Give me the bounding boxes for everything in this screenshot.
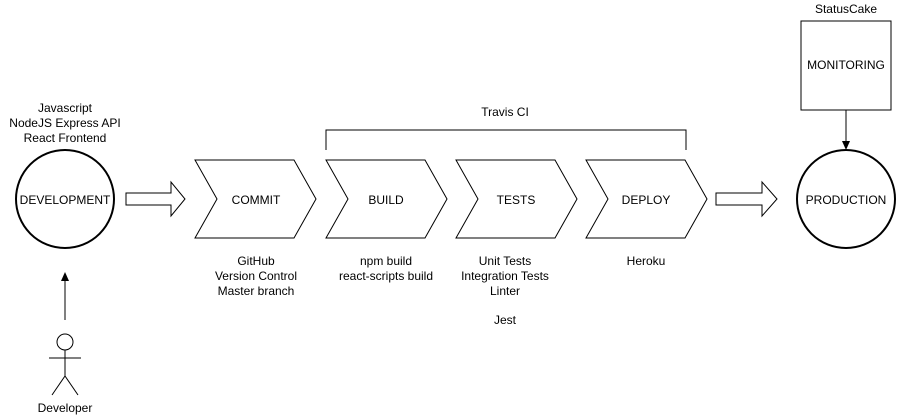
travis-ci-label: Travis CI <box>481 105 529 119</box>
deploy-to-production-arrow <box>715 180 778 218</box>
monitoring-to-production-arrow <box>842 110 850 150</box>
developer-to-development-arrow <box>61 272 69 320</box>
development-label: DEVELOPMENT <box>20 193 111 207</box>
stage-deploy-label: DEPLOY <box>622 193 671 207</box>
build-note-2: react-scripts build <box>339 269 433 283</box>
production-node: PRODUCTION <box>796 149 896 249</box>
production-circle <box>796 149 896 249</box>
deploy-note-1: Heroku <box>627 254 666 268</box>
dev-tech-1: Javascript <box>38 101 93 115</box>
stage-build-label: BUILD <box>368 193 404 207</box>
stage-tests-label: TESTS <box>497 193 536 207</box>
stage-build: BUILD <box>325 159 448 239</box>
monitoring-node: MONITORING <box>800 20 892 111</box>
stage-commit: COMMIT <box>194 159 317 239</box>
person-icon <box>49 333 81 396</box>
monitoring-provider-label: StatusCake <box>815 2 877 16</box>
travis-ci-bracket <box>325 129 687 150</box>
monitoring-label: MONITORING <box>807 58 885 72</box>
production-label: PRODUCTION <box>806 193 887 207</box>
stage-commit-label: COMMIT <box>232 193 281 207</box>
commit-note-3: Master branch <box>218 284 295 298</box>
stage-tests: TESTS <box>455 159 578 239</box>
development-circle <box>15 149 115 249</box>
commit-note-1: GitHub <box>237 254 275 268</box>
stage-deploy: DEPLOY <box>585 159 708 239</box>
tests-note-1: Unit Tests <box>479 254 531 268</box>
dev-to-commit-arrow <box>125 180 186 218</box>
development-node: DEVELOPMENT <box>15 149 115 249</box>
dev-tech-3: React Frontend <box>24 131 107 145</box>
developer-label: Developer <box>38 401 93 415</box>
commit-note-2: Version Control <box>215 269 297 283</box>
build-note-1: npm build <box>360 254 412 268</box>
tests-note-3: Linter <box>490 284 520 298</box>
monitoring-box <box>800 20 892 111</box>
tests-extra-note: Jest <box>494 313 517 327</box>
tests-note-2: Integration Tests <box>461 269 549 283</box>
dev-tech-2: NodeJS Express API <box>9 116 120 130</box>
